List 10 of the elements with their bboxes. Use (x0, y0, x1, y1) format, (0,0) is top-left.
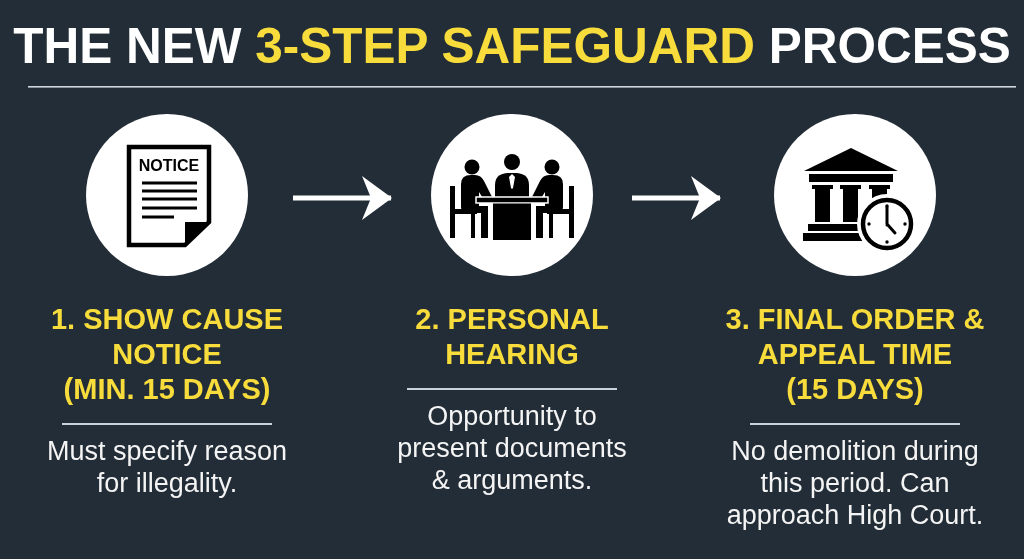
step-description: Opportunity to present documents & arguments. (397, 400, 627, 496)
arrow (293, 176, 392, 220)
step-heading: 2. PERSONAL HEARING (415, 302, 609, 372)
title: THE NEW 3-STEP SAFEGUARD PROCESS (13, 18, 1011, 74)
arrow (632, 176, 721, 220)
step-heading: 1. SHOW CAUSE NOTICE (MIN. 15 DAYS) (51, 302, 283, 407)
step-description: Must specify reason for illegality. (46, 435, 288, 499)
step-heading: 3. FINAL ORDER & APPEAL TIME (15 DAYS) (725, 302, 985, 407)
icon-label: NOTICE (138, 157, 200, 175)
step-description: No demolition during this period. Can approach High Court. (726, 435, 984, 531)
